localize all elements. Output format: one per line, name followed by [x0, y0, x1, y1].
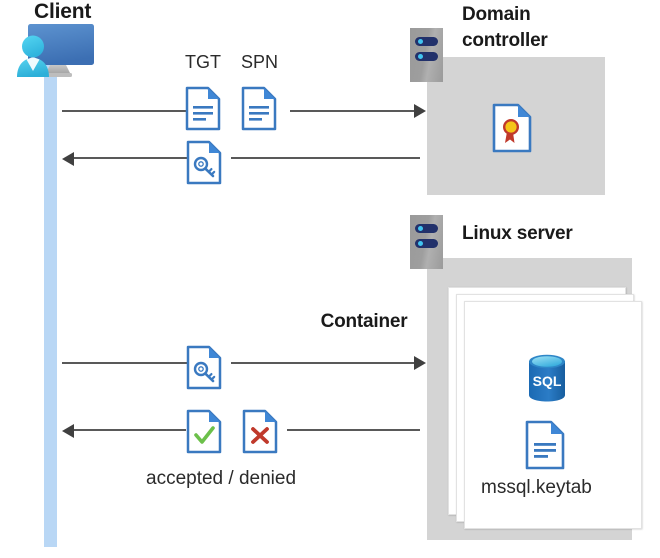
key-document-icon-request	[186, 345, 222, 390]
linux-server-server-icon	[410, 215, 443, 269]
certificate-document-icon	[492, 103, 532, 153]
arrow-4-segment-right	[287, 429, 420, 431]
arrow-4-head-left	[62, 424, 74, 438]
linux-server-title: Linux server	[462, 223, 573, 244]
key-document-icon-response	[186, 140, 222, 185]
tgt-label: TGT	[185, 52, 221, 72]
client-lifeline	[44, 60, 57, 547]
keytab-filename-label: mssql.keytab	[481, 477, 592, 498]
arrow-3-head-right	[414, 356, 426, 370]
accepted-denied-caption: accepted / denied	[146, 468, 297, 489]
container-title: Container	[0, 310, 660, 334]
spn-document-icon	[241, 86, 277, 131]
arrow-3-segment-right	[231, 362, 415, 364]
client-title: Client	[34, 0, 92, 23]
arrow-2-head-left	[62, 152, 74, 166]
domain-controller-title-line2: controller	[462, 30, 548, 51]
domain-controller-title-line1: Domain	[462, 4, 531, 25]
server-led-bar-2	[415, 52, 438, 61]
arrow-2-segment-left	[74, 157, 187, 159]
container-title-text: Container	[320, 311, 408, 332]
arrow-1-segment-right	[290, 110, 415, 112]
arrow-1-head-right	[414, 104, 426, 118]
server-led-bar-1	[415, 224, 438, 233]
arrow-3-segment-left	[62, 362, 187, 364]
container-card-front	[464, 301, 642, 529]
domain-controller-server-icon	[410, 28, 443, 82]
arrow-4-segment-left	[74, 429, 186, 431]
keytab-document-icon	[525, 420, 565, 470]
client-computer-user-icon	[8, 22, 104, 84]
check-document-icon	[186, 409, 222, 454]
tgt-document-icon	[185, 86, 221, 131]
domain-controller-title: Domain controller	[462, 2, 642, 54]
spn-label: SPN	[241, 52, 279, 72]
server-led-bar-1	[415, 37, 438, 46]
svg-text:SQL: SQL	[533, 373, 562, 389]
sql-database-icon: SQL	[524, 352, 570, 404]
server-led-bar-2	[415, 239, 438, 248]
cross-document-icon	[242, 409, 278, 454]
arrow-2-segment-right	[231, 157, 420, 159]
arrow-1-segment-left	[62, 110, 187, 112]
